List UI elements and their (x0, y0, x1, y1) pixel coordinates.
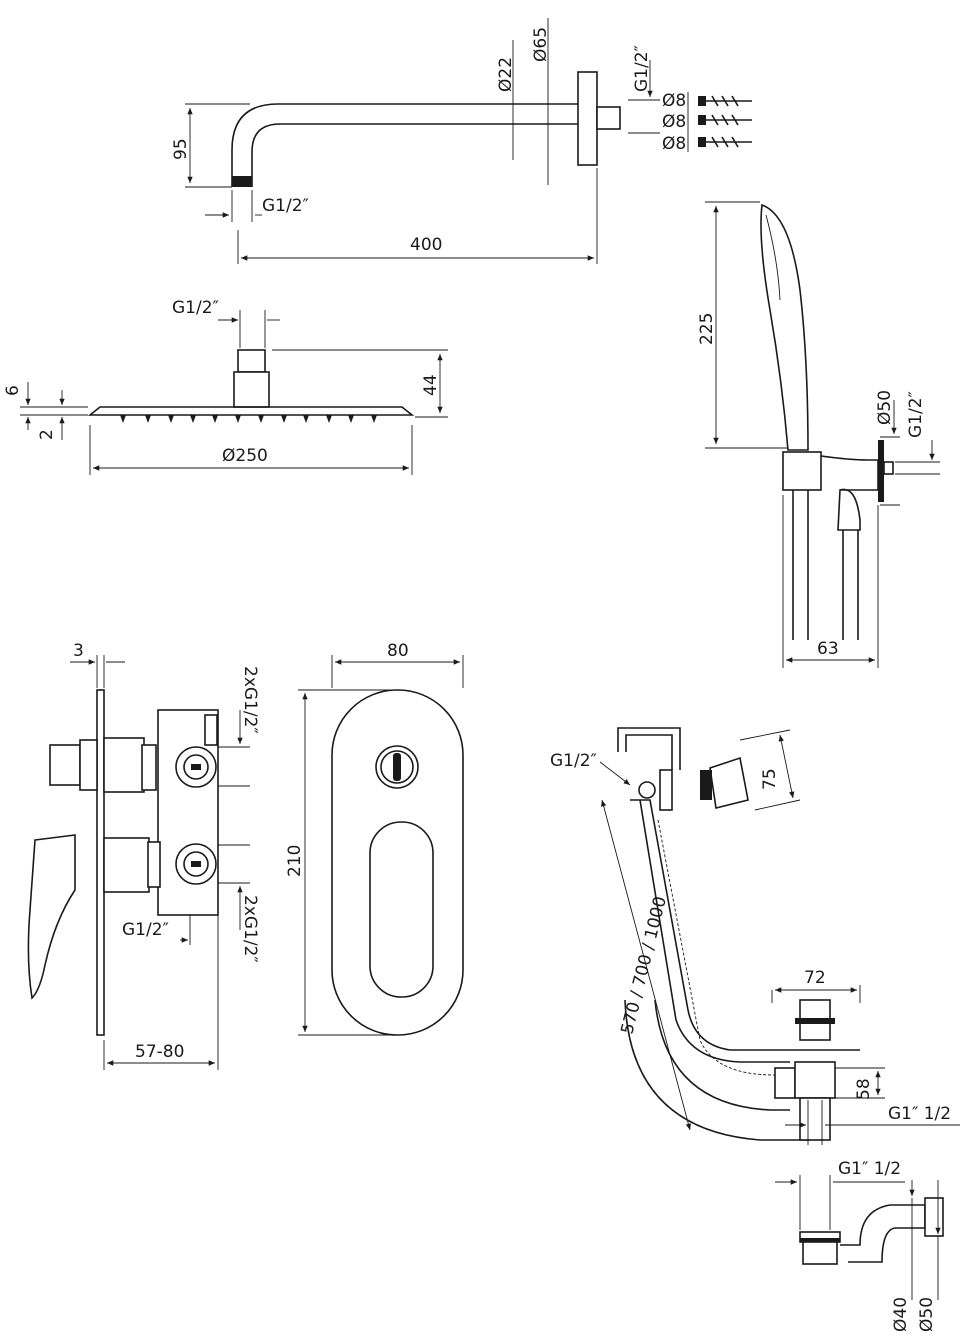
mixer-inlet-label: G1/2″ (122, 920, 169, 940)
siphon-thread-label: G1″ 1/2 (838, 1159, 901, 1179)
head-plate-label: 2 (37, 429, 57, 440)
head-diameter-label: Ø250 (222, 446, 268, 466)
hand-outlet-diameter-label: Ø50 (875, 390, 895, 425)
screw-label: Ø8 (662, 91, 686, 111)
filler-waste-diameter-label: 72 (804, 968, 826, 988)
siphon-diameter-small-label: Ø40 (891, 1297, 911, 1332)
bath-filler-drawing (599, 727, 960, 1145)
filler-outlet-thread-label: G1″ 1/2 (888, 1104, 951, 1124)
head-thread-label: G1/2″ (172, 298, 219, 318)
mixer-plate-label: 3 (73, 641, 84, 661)
shower-head-drawing (20, 310, 448, 475)
screw-label: Ø8 (662, 112, 686, 132)
hand-depth-label: 63 (817, 639, 839, 659)
arm-length-label: 400 (410, 235, 442, 255)
mixer-side-drawing (27, 655, 250, 1070)
shower-arm-drawing (185, 18, 752, 264)
filler-thread-label: G1/2″ (550, 751, 597, 771)
mixer-outlets-bottom-label: 2xG1/2″ (240, 895, 260, 963)
arm-pipe-diameter-label: Ø22 (496, 57, 516, 92)
front-height-label: 210 (285, 845, 305, 877)
arm-flange-diameter-label: Ø65 (531, 27, 551, 62)
head-height-label: 44 (421, 374, 441, 396)
siphon-drawing (775, 1175, 944, 1300)
arm-thread-label: G1/2″ (262, 196, 309, 216)
arm-wall-thread-label: G1/2″ (632, 45, 652, 92)
head-edge-label: 6 (3, 385, 23, 396)
filler-flange-label: 75 (760, 768, 780, 790)
mixer-depth-label: 57-80 (135, 1042, 184, 1062)
mixer-outlets-top-label: 2xG1/2″ (240, 666, 260, 734)
siphon-diameter-large-label: Ø50 (917, 1297, 937, 1332)
front-width-label: 80 (387, 641, 409, 661)
hand-length-label: 225 (697, 313, 717, 345)
filler-height-label: 58 (854, 1078, 874, 1100)
hand-outlet-thread-label: G1/2″ (906, 391, 926, 438)
screw-label: Ø8 (662, 134, 686, 154)
wall-anchors (687, 92, 752, 152)
mixer-front-drawing (298, 655, 464, 1036)
arm-height-label: 95 (171, 138, 191, 160)
filler-lengths-label: 570 / 700 / 1000 (617, 894, 671, 1036)
hand-shower-drawing (705, 201, 940, 668)
